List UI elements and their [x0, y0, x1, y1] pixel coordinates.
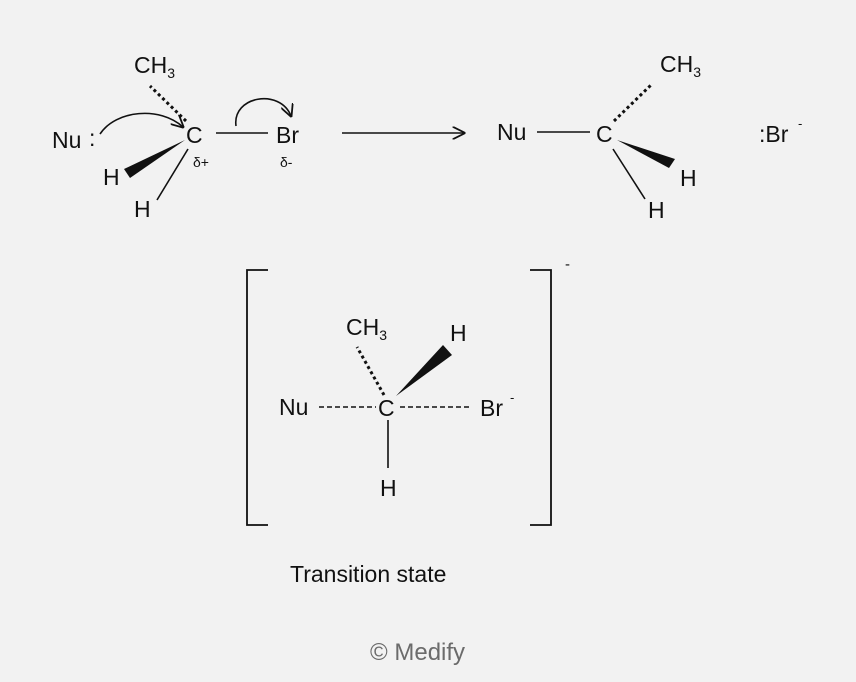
- reactant-carbon-partial-charge: δ+: [193, 154, 209, 170]
- left-bracket: [246, 269, 268, 526]
- nucleophile-attack-arrow: [99, 112, 183, 135]
- reactant-hydrogen-wedge-bond: [124, 140, 185, 178]
- ts-hydrogen-down: H: [380, 475, 397, 501]
- product-hydrogen-line: H: [648, 197, 665, 223]
- bond-cleavage-arrow: [235, 98, 291, 127]
- transition-state-caption: Transition state: [290, 561, 446, 587]
- ts-methyl-hashed-bond: [355, 346, 386, 396]
- ts-nucleophile: Nu: [279, 394, 308, 420]
- product: Nu C CH3 H H :Br -: [497, 51, 802, 223]
- product-bromide-charge: -: [798, 116, 802, 131]
- ts-leaving-charge: -: [510, 390, 514, 405]
- right-bracket: [530, 269, 552, 526]
- ts-carbon: C: [378, 395, 395, 421]
- ts-hydrogen-wedge-bond: [396, 345, 452, 396]
- reactant-methyl-hashed-bond: [148, 84, 188, 123]
- product-hydrogen-wedge-bond: [617, 140, 675, 168]
- ts-methyl: CH3: [346, 314, 387, 343]
- reactant-hydrogen-wedge: H: [103, 164, 120, 190]
- reactant-nucleophile: Nu: [52, 127, 81, 153]
- reactant-hydrogen-bond: [156, 148, 189, 201]
- product-carbon: C: [596, 121, 613, 147]
- reactant: Nu : C δ+ CH3 H H Br δ-: [52, 52, 299, 222]
- reactant-leaving-partial-charge: δ-: [280, 154, 293, 170]
- product-hydrogen-bond: [612, 148, 646, 200]
- product-methyl: CH3: [660, 51, 701, 80]
- reactant-hydrogen-line: H: [134, 196, 151, 222]
- reactant-methyl: CH3: [134, 52, 175, 81]
- reactant-lone-pair: :: [89, 125, 95, 151]
- product-bromide-ion: :Br: [759, 121, 789, 147]
- ts-hydrogen-wedge: H: [450, 320, 467, 346]
- copyright-credit: © Medify: [370, 639, 465, 666]
- ts-leaving-group: Br: [480, 395, 503, 421]
- product-methyl-hashed-bond: [612, 82, 654, 123]
- product-hydrogen-wedge: H: [680, 165, 697, 191]
- transition-state: - Nu C Br - CH3 H H Transition state: [246, 256, 570, 587]
- reactant-carbon: C: [186, 122, 203, 148]
- product-nucleophile: Nu: [497, 119, 526, 145]
- transition-state-overall-charge: -: [565, 256, 570, 273]
- reactant-leaving-group: Br: [276, 122, 299, 148]
